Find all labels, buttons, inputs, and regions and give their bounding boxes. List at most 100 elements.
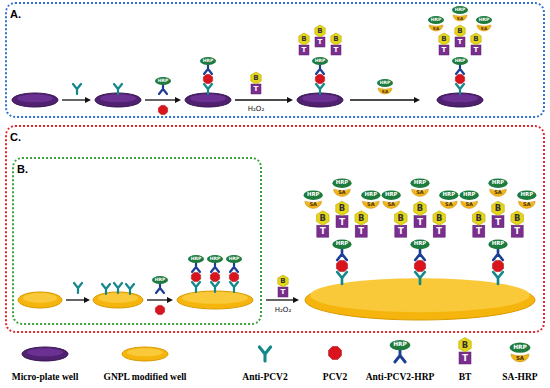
icon-letter: HRP <box>385 192 398 197</box>
legend-label: Anti-PCV2-HRP <box>366 372 435 382</box>
hrp-enzyme <box>488 178 507 188</box>
icon-letter: HRP <box>513 345 527 351</box>
biotin-hexagon <box>317 211 329 225</box>
detection-antibody <box>415 249 425 260</box>
detection-antibody <box>204 65 212 74</box>
hrp-enzyme <box>410 240 429 250</box>
detection-antibody <box>493 249 503 260</box>
hrp-enzyme <box>410 178 429 188</box>
tyramine-square <box>471 45 481 55</box>
gnpl-highlight <box>23 293 57 303</box>
tyramine-square <box>395 225 407 237</box>
icon-letter: T <box>358 227 364 235</box>
icon-letter: HRP <box>158 79 169 84</box>
icon-letter: HRP <box>155 278 166 283</box>
pcv2-virus <box>210 272 219 281</box>
gnpl-well <box>18 292 62 308</box>
icon-letter: SA <box>309 203 317 208</box>
biotin-hexagon <box>251 72 261 84</box>
hrp-enzyme <box>476 16 492 24</box>
icon-letter: SA <box>367 203 375 208</box>
streptavidin-cup <box>440 201 457 208</box>
tyramine-square <box>492 216 504 228</box>
icon-letter: B <box>495 204 501 212</box>
icon-letter: B <box>476 214 482 222</box>
icon-letter: HRP <box>455 8 466 13</box>
streptavidin-cup <box>477 25 491 31</box>
icon-letter: T <box>442 47 447 54</box>
hrp-enzyme <box>226 255 242 263</box>
tyramine-square <box>459 352 471 364</box>
capture-antibody <box>114 84 122 94</box>
biotin-hexagon <box>492 201 504 215</box>
step-arrow <box>235 99 288 100</box>
tyramine-square <box>278 287 288 297</box>
icon-letter: SA <box>416 191 424 196</box>
icon-letter: HRP <box>455 59 466 64</box>
icon-letter: HRP <box>431 18 442 23</box>
tyramine-square <box>331 45 341 55</box>
icon-letter: T <box>302 47 307 54</box>
microplate-well <box>12 93 58 107</box>
icon-letter: B <box>462 341 468 349</box>
detection-antibody <box>192 263 200 272</box>
well-highlight <box>190 94 226 102</box>
detection-antibody <box>230 263 238 272</box>
icon-letter: HRP <box>210 257 221 262</box>
biotin-hexagon <box>395 211 407 225</box>
icon-letter: T <box>495 217 501 225</box>
microplate-well <box>22 347 68 361</box>
icon-letter: T <box>334 47 339 54</box>
streptavidin-cup <box>429 25 443 31</box>
gnpl-well <box>177 291 253 309</box>
icon-letter: HRP <box>479 18 490 23</box>
hrp-enzyme <box>361 190 380 200</box>
biotin-hexagon <box>459 338 471 352</box>
arrow-head <box>287 97 293 103</box>
hrp-enzyme <box>517 190 536 200</box>
icon-letter: HRP <box>203 59 214 64</box>
icon-letter: B <box>333 36 338 43</box>
pcv2-virus <box>229 272 238 281</box>
capture-antibody <box>316 84 324 94</box>
icon-letter: HRP <box>336 242 349 247</box>
tyramine-square <box>473 225 485 237</box>
step-arrow <box>147 299 168 300</box>
capture-antibody <box>73 84 81 94</box>
icon-letter: T <box>514 227 520 235</box>
pcv2-virus <box>203 74 212 83</box>
icon-letter: T <box>318 39 323 46</box>
hrp-enzyme <box>188 255 204 263</box>
arrow-head <box>414 97 420 103</box>
streptavidin-cup <box>383 201 400 208</box>
detection-antibody <box>395 350 405 362</box>
icon-letter: HRP <box>414 180 427 185</box>
icon-letter: HRP <box>315 59 326 64</box>
pcv2-virus <box>414 260 425 271</box>
pcv2-virus <box>455 74 464 83</box>
biotin-hexagon <box>299 33 309 45</box>
hrp-enzyme <box>332 240 351 250</box>
biotin-hexagon <box>439 33 449 45</box>
hrp-enzyme <box>390 340 411 350</box>
arrow-head <box>293 297 299 303</box>
streptavidin-cup <box>412 189 429 196</box>
icon-letter: SA <box>523 203 531 208</box>
panel-box: B. <box>12 157 262 325</box>
pcv2-virus <box>158 105 167 114</box>
hrp-enzyme <box>155 77 171 85</box>
icon-letter: B <box>317 28 322 35</box>
icon-letter: HRP <box>520 192 533 197</box>
panel-box: C.B. <box>5 125 545 333</box>
well-highlight <box>100 94 136 102</box>
biotin-hexagon <box>336 201 348 215</box>
legend-label: GNPL modified well <box>104 372 187 382</box>
detection-antibody <box>337 249 347 260</box>
icon-letter: T <box>417 217 423 225</box>
pcv2-virus <box>492 260 503 271</box>
icon-letter: B <box>320 214 326 222</box>
capture-antibody <box>259 347 270 361</box>
capture-antibody <box>230 282 238 292</box>
icon-letter: HRP <box>414 242 427 247</box>
